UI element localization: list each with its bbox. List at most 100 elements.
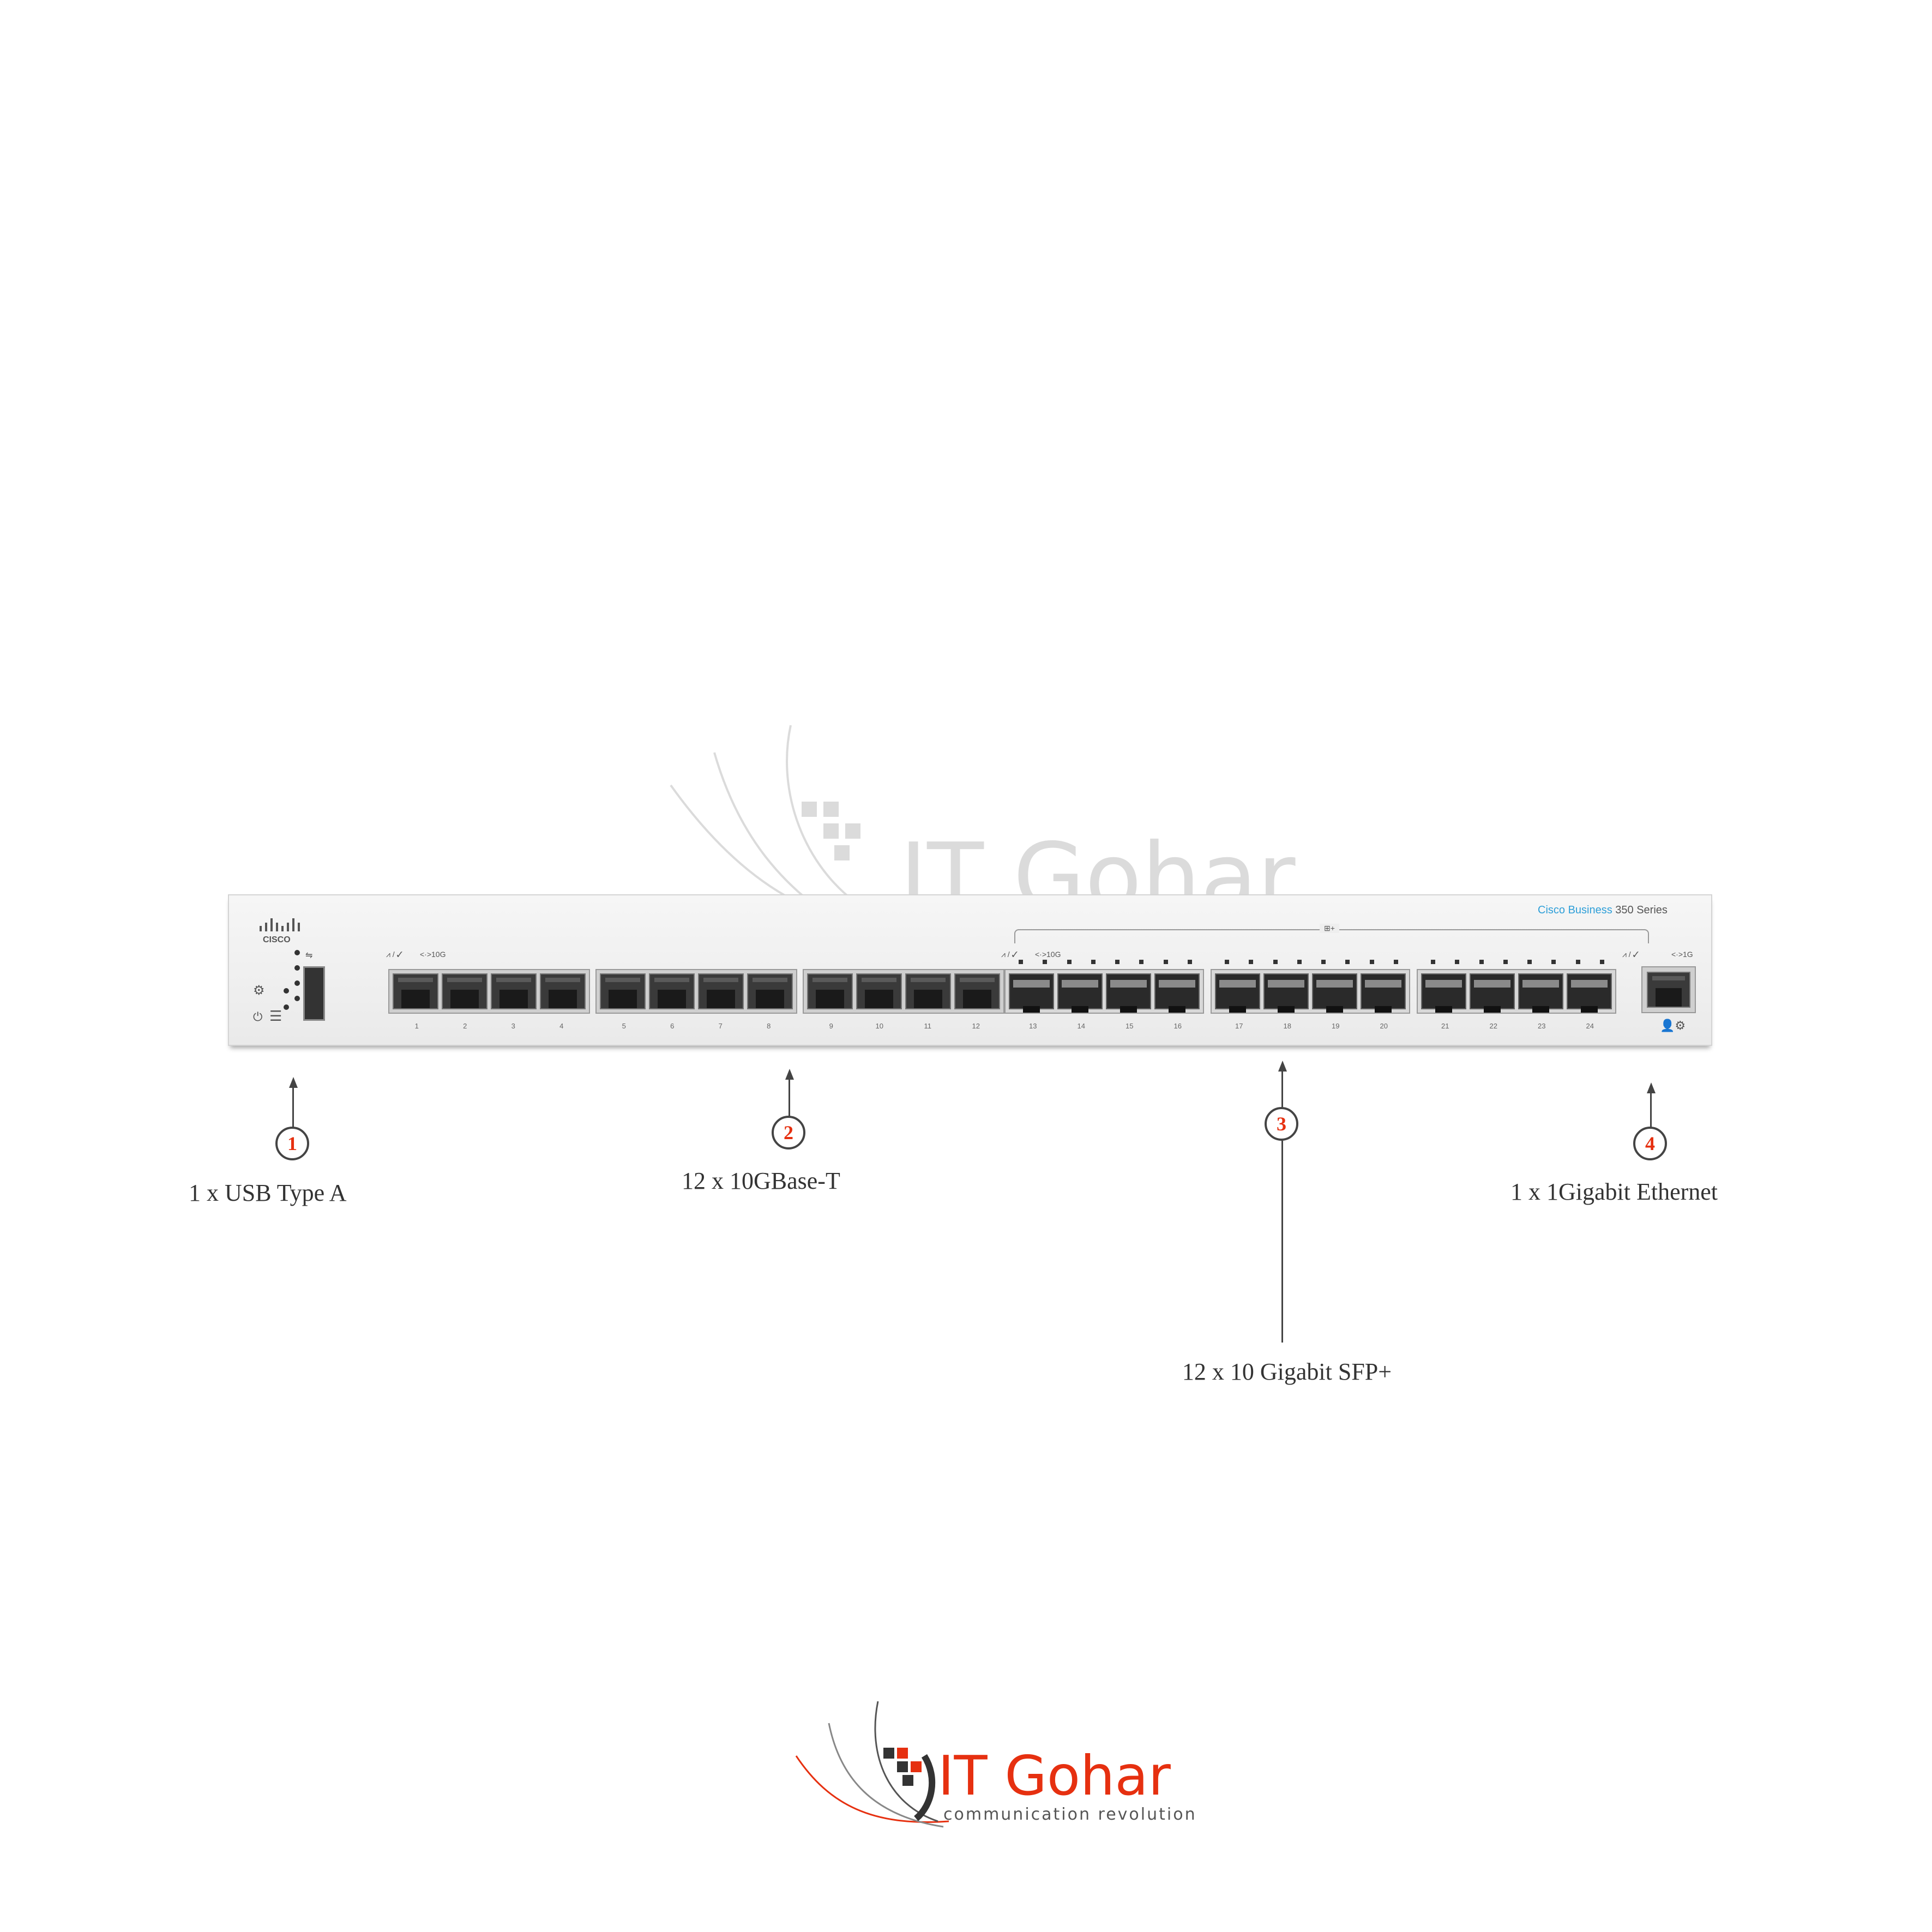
- sfp-port-15[interactable]: [1106, 973, 1151, 1013]
- port-activity-led: [1043, 960, 1048, 964]
- port-number-label: 23: [1538, 1022, 1546, 1030]
- cisco-logo-icon: CISCO: [260, 918, 300, 944]
- sfp-module-icon: ⊞+: [1320, 924, 1339, 933]
- port-number-label: 19: [1332, 1022, 1340, 1030]
- port-number-label: 6: [670, 1022, 675, 1030]
- rj45-port-8[interactable]: [747, 973, 793, 1009]
- port-activity-led: [1249, 960, 1254, 964]
- switch-front-panel: CISCO ⚙ ⏻ ☰ ⇋ ⩘ / ✓ <·>10G ⊞+ ⩘ / ✓ <: [228, 894, 1712, 1046]
- port-number-label: 11: [924, 1022, 932, 1030]
- port-activity-led: [1091, 960, 1096, 964]
- mgmt-ethernet-port[interactable]: [1647, 972, 1690, 1008]
- port-number-label: 8: [767, 1022, 771, 1030]
- port-number-label: 22: [1489, 1022, 1497, 1030]
- port-number-label: 4: [559, 1022, 564, 1030]
- rj45-port-3[interactable]: [491, 973, 537, 1009]
- callout-4-arrowhead-icon: [1647, 1082, 1656, 1093]
- callout-1-arrow: [292, 1085, 294, 1129]
- port-number-label: 3: [511, 1022, 515, 1030]
- rj45-group-1: [388, 969, 590, 1014]
- port-activity-led: [1225, 960, 1230, 964]
- it-gohar-logo: IT Gohar communication revolution: [785, 1696, 1211, 1832]
- port-number-label: 9: [829, 1022, 833, 1030]
- rj45-port-9[interactable]: [807, 973, 853, 1009]
- sfp-port-21[interactable]: [1421, 973, 1466, 1013]
- port-number-label: 15: [1126, 1022, 1134, 1030]
- led-dot: [284, 1004, 289, 1010]
- port-activity-led: [1479, 960, 1484, 964]
- port-number-label: 1: [414, 1022, 419, 1030]
- port-activity-led: [1163, 960, 1168, 964]
- rj45-port-5[interactable]: [600, 973, 646, 1009]
- sfp-port-19[interactable]: [1312, 973, 1357, 1013]
- logo-tagline: communication revolution: [943, 1805, 1197, 1824]
- rj45-group-3: [803, 969, 1004, 1014]
- port-number-label: 18: [1283, 1022, 1291, 1030]
- port-number-label: 10: [875, 1022, 883, 1030]
- sfp-port-18[interactable]: [1263, 973, 1309, 1013]
- callout-4-arrow: [1650, 1091, 1652, 1129]
- led-dot: [294, 950, 300, 955]
- sfp-port-24[interactable]: [1567, 973, 1612, 1013]
- sfp-port-17[interactable]: [1215, 973, 1260, 1013]
- callout-2-arrow: [789, 1077, 790, 1116]
- callout-3-arrowhead-icon: [1278, 1061, 1287, 1072]
- sfp-port-22[interactable]: [1470, 973, 1515, 1013]
- sfp-port-13[interactable]: [1009, 973, 1054, 1013]
- sfp-group-2: [1211, 969, 1410, 1014]
- rj45-port-2[interactable]: [442, 973, 487, 1009]
- port-activity-led: [1115, 960, 1120, 964]
- port-activity-led: [1273, 960, 1278, 964]
- led-dot: [294, 980, 300, 986]
- sfp-group-1: [1004, 969, 1204, 1014]
- sfp-port-23[interactable]: [1518, 973, 1563, 1013]
- callout-3-arrow-top: [1281, 1069, 1283, 1111]
- port-activity-led: [1527, 960, 1532, 964]
- management-user-icon: 👤⚙: [1660, 1019, 1686, 1032]
- port-number-label: 2: [463, 1022, 467, 1030]
- port-number-label: 17: [1235, 1022, 1243, 1030]
- rj45-port-10[interactable]: [856, 973, 902, 1009]
- port-number-label: 20: [1380, 1022, 1388, 1030]
- port-activity-led: [1187, 960, 1192, 964]
- sfp-port-16[interactable]: [1154, 973, 1200, 1013]
- sfp-port-20[interactable]: [1361, 973, 1406, 1013]
- brand-line: Cisco Business 350 Series: [1538, 904, 1668, 917]
- status-leds: ⚙ ⏻ ☰ ⇋: [251, 950, 316, 1032]
- gear-icon: ⚙: [253, 983, 265, 998]
- rj45-port-12[interactable]: [954, 973, 1000, 1009]
- usb-icon: ⇋: [305, 951, 313, 960]
- port-activity-led: [1431, 960, 1436, 964]
- rj45-port-7[interactable]: [698, 973, 744, 1009]
- callout-2-badge: 2: [772, 1116, 805, 1149]
- rj45-port-6[interactable]: [649, 973, 695, 1009]
- callout-3-badge: 3: [1265, 1107, 1298, 1141]
- callout-2-label: 12 x 10GBase-T: [682, 1167, 840, 1194]
- port-number-label: 24: [1586, 1022, 1594, 1030]
- cisco-business-text: Cisco Business: [1538, 904, 1612, 916]
- rj45-speed-label: <·>10G: [420, 950, 446, 959]
- rj45-group-2: [595, 969, 797, 1014]
- callout-1-arrowhead-icon: [289, 1077, 298, 1088]
- usb-port[interactable]: [303, 966, 325, 1021]
- port-number-label: 5: [622, 1022, 626, 1030]
- logo-name: IT Gohar: [938, 1744, 1171, 1808]
- port-activity-led: [1297, 960, 1302, 964]
- callout-1-badge: 1: [275, 1127, 309, 1160]
- port-number-label: 12: [972, 1022, 980, 1030]
- sfp-link-icon: ⩘ / ✓: [1001, 950, 1018, 959]
- rj45-port-11[interactable]: [905, 973, 951, 1009]
- port-number-label: 16: [1173, 1022, 1182, 1030]
- logo-swoosh-icon: [795, 1701, 949, 1828]
- rj45-port-1[interactable]: [393, 973, 438, 1009]
- port-activity-led: [1575, 960, 1580, 964]
- series-text: 350 Series: [1615, 904, 1668, 916]
- callout-4-label: 1 x 1Gigabit Ethernet: [1510, 1178, 1718, 1205]
- sfp-port-14[interactable]: [1057, 973, 1103, 1013]
- port-activity-led: [1393, 960, 1398, 964]
- sfp-group-3: [1417, 969, 1616, 1014]
- port-activity-led: [1139, 960, 1144, 964]
- rj45-port-4[interactable]: [540, 973, 586, 1009]
- port-activity-led: [1599, 960, 1604, 964]
- led-dot: [284, 988, 289, 994]
